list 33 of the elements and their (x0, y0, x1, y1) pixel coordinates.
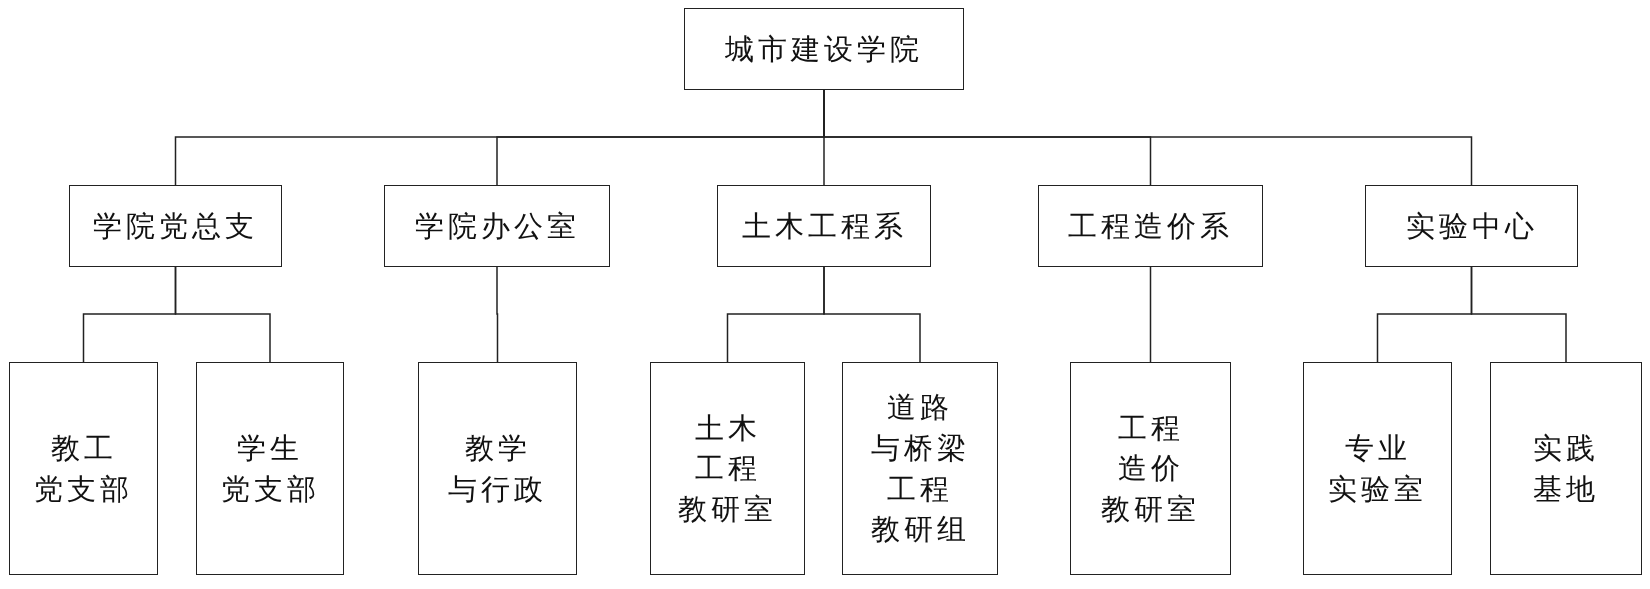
unit-label: 工程造价教研室 (1101, 410, 1200, 527)
org-box (1070, 362, 1231, 575)
org-box (717, 185, 931, 267)
unit-label: 土木工程教研室 (678, 410, 777, 527)
unit-label: 教学与行政 (448, 430, 547, 507)
org-box (684, 8, 964, 90)
connector-line (496, 266, 499, 363)
unit-label: 学院办公室 (414, 208, 580, 244)
connector-line (1149, 266, 1152, 363)
org-box (650, 362, 805, 575)
unit-label: 专业实验室 (1328, 430, 1427, 507)
unit-label: 学院党总支 (93, 208, 258, 244)
org-box (1303, 362, 1452, 575)
org-box (196, 362, 344, 575)
unit-label: 实践基地 (1533, 430, 1599, 507)
connector-line (823, 266, 921, 363)
org-box (1490, 362, 1642, 575)
connector-line (1470, 266, 1567, 363)
unit-label: 实验中心 (1405, 208, 1538, 244)
unit-label: 土木工程系 (741, 208, 907, 244)
org-box (842, 362, 998, 575)
unit-label: 道路与桥梁工程教研组 (870, 390, 970, 548)
connector-line (174, 266, 271, 363)
unit-label: 城市建设学院 (725, 31, 923, 67)
unit-label: 工程造价系 (1068, 208, 1233, 244)
org-box (384, 185, 610, 267)
org-box (418, 362, 577, 575)
unit-label: 学生党支部 (220, 430, 320, 507)
org-box (1038, 185, 1263, 267)
org-box (69, 185, 282, 267)
unit-label: 教工党支部 (34, 430, 133, 507)
org-box (9, 362, 158, 575)
org-box (1365, 185, 1578, 267)
